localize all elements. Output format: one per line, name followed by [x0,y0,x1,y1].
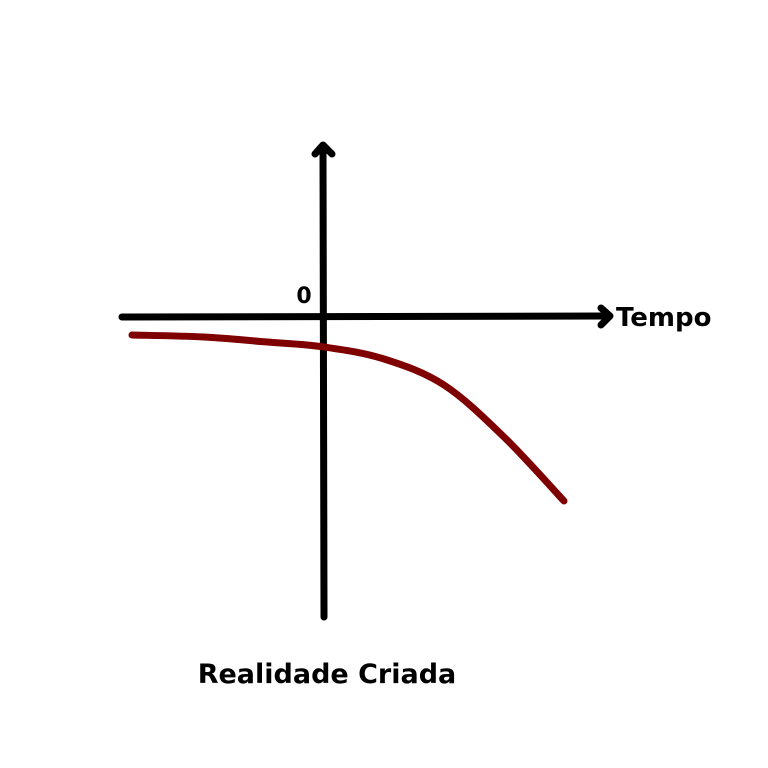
x-axis-arrowhead [597,304,614,329]
series-layer [128,331,568,505]
x-axis [118,312,611,321]
y-axis [319,147,328,621]
origin-tick-label: 0 [296,284,311,309]
series-line-0 [128,331,568,505]
chart-title: Realidade Criada [198,659,457,690]
y-axis-arrowhead [311,141,336,158]
x-axis-label: Tempo [616,303,711,333]
